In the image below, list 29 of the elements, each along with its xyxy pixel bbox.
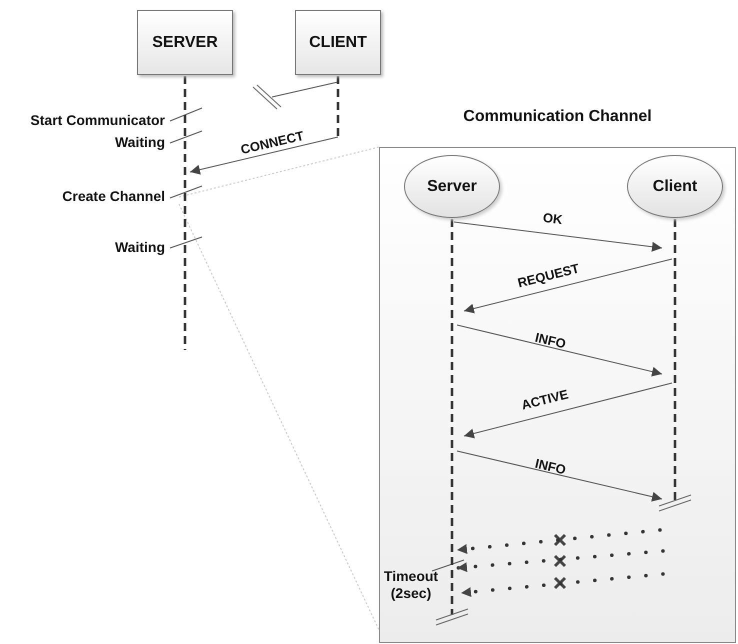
connector-line xyxy=(432,560,464,572)
edge-label: OK xyxy=(542,209,564,227)
connector-line xyxy=(170,236,202,248)
connector-line xyxy=(170,186,202,198)
step-label: Start Communicator xyxy=(0,112,165,130)
edge-label: ACTIVE xyxy=(520,386,570,412)
edge-label: INFO xyxy=(533,329,567,351)
connector-line xyxy=(170,108,202,122)
arrow xyxy=(464,382,672,438)
connector-line xyxy=(272,82,338,98)
edge-label: INFO xyxy=(533,455,567,477)
connector-line xyxy=(170,130,202,144)
arrow xyxy=(455,549,665,572)
step-label: Create Channel xyxy=(0,188,165,206)
timeout-label: Timeout (2sec) xyxy=(378,568,444,608)
connector-line xyxy=(178,204,380,630)
arrow xyxy=(454,222,662,252)
arrow xyxy=(455,528,662,554)
step-label: Waiting xyxy=(0,134,165,152)
arrow xyxy=(456,450,662,502)
arrow xyxy=(464,258,672,314)
arrow xyxy=(190,136,338,175)
arrow xyxy=(456,324,662,377)
connector-line xyxy=(178,146,380,198)
participant-box: SERVER xyxy=(137,10,233,75)
panel-heading: Communication Channel xyxy=(462,108,653,126)
arrow xyxy=(459,572,665,598)
step-label: Waiting xyxy=(0,239,165,257)
participant-box: CLIENT xyxy=(295,10,381,75)
